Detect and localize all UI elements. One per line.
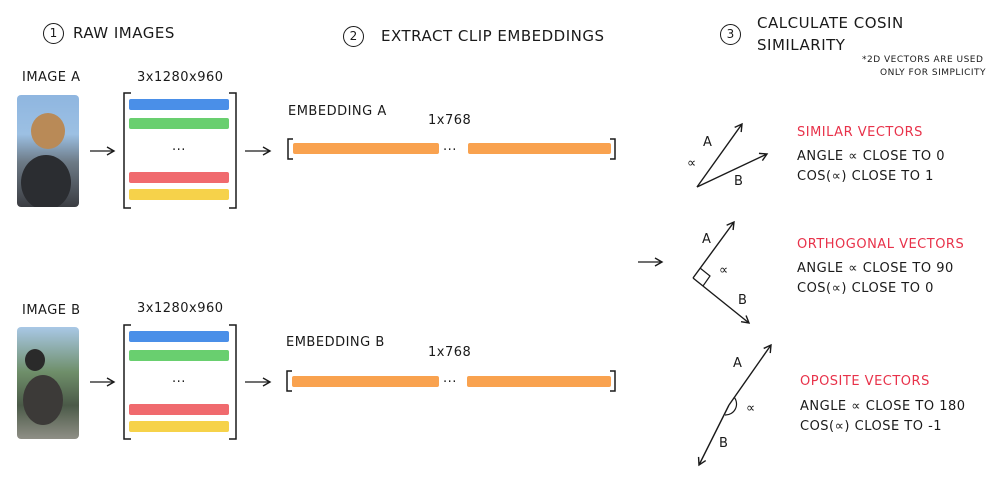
person-shape — [21, 155, 71, 207]
note-line1: *2D VECTORS ARE USED — [862, 55, 984, 65]
opposite-vector-a — [728, 343, 772, 406]
embedding-a-bar-right — [468, 143, 611, 154]
opposite-angle-arc — [724, 396, 738, 416]
similar-angle-label: ∝ — [687, 156, 697, 171]
tensor-a-right-bracket — [229, 92, 237, 209]
tensor-a-channel-yellow — [129, 189, 229, 200]
embedding-b-shape: 1x768 — [428, 345, 472, 360]
embedding-a-dots: ... — [443, 139, 457, 154]
embedding-a-shape: 1x768 — [428, 113, 472, 128]
embedding-a-left-bracket — [287, 138, 293, 160]
image-b-tensor-shape: 3x1280x960 — [137, 301, 224, 316]
embedding-a-label: EMBEDDING A — [288, 104, 387, 119]
orthogonal-angle-label: ∝ — [719, 263, 729, 278]
opposite-vec-a-label: A — [733, 356, 743, 371]
image-a-photo — [17, 95, 79, 207]
image-a-tensor-shape: 3x1280x960 — [137, 70, 224, 85]
tensor-b-channel-blue — [129, 331, 229, 342]
note-line2: ONLY FOR SIMPLICITY — [880, 68, 987, 78]
image-a-channel-dots: ... — [172, 139, 186, 154]
case-opposite-line2: COS(∝) CLOSE TO -1 — [800, 419, 943, 434]
image-b-channel-dots: ... — [172, 371, 186, 386]
tensor-b-left-bracket — [123, 324, 131, 440]
embedding-b-label: EMBEDDING B — [286, 335, 385, 350]
embedding-b-bar-right — [467, 376, 611, 387]
case-orthogonal-title: ORTHOGONAL VECTORS — [797, 237, 965, 252]
image-b-photo — [17, 327, 79, 439]
orthogonal-vector-b — [692, 277, 751, 324]
case-opposite-line1: ANGLE ∝ CLOSE TO 180 — [800, 399, 966, 414]
similar-vector-b — [696, 152, 769, 188]
similar-vec-b-label: B — [734, 174, 744, 189]
person-body-shape — [23, 375, 63, 425]
person-head-shape — [25, 349, 45, 371]
case-similar-line1: ANGLE ∝ CLOSE TO 0 — [797, 149, 945, 164]
tensor-a-channel-red — [129, 172, 229, 183]
opposite-angle-label: ∝ — [746, 401, 756, 416]
tensor-b-channel-yellow — [129, 421, 229, 432]
embedding-a-right-bracket — [610, 138, 616, 160]
tensor-a-channel-blue — [129, 99, 229, 110]
step-3-label-line2: SIMILARITY — [757, 36, 846, 54]
embedding-b-right-bracket — [610, 370, 616, 392]
tensor-b-channel-green — [129, 350, 229, 361]
similar-vec-a-label: A — [703, 135, 713, 150]
case-similar-line2: COS(∝) CLOSE TO 1 — [797, 169, 934, 184]
case-orthogonal-line2: COS(∝) CLOSE TO 0 — [797, 281, 934, 296]
opposite-vec-b-label: B — [719, 436, 729, 451]
tensor-b-right-bracket — [229, 324, 237, 440]
case-similar-title: SIMILAR VECTORS — [797, 125, 923, 140]
step-1-number: 1 — [43, 23, 64, 44]
orthogonal-vector-a — [692, 220, 735, 279]
step-1-label: RAW IMAGES — [73, 24, 175, 42]
step-3-number: 3 — [720, 24, 741, 45]
tensor-b-channel-red — [129, 404, 229, 415]
case-opposite-title: OPOSITE VECTORS — [800, 374, 930, 389]
embedding-b-bar-left — [292, 376, 439, 387]
step-2-label: EXTRACT CLIP EMBEDDINGS — [381, 27, 605, 45]
embedding-b-left-bracket — [286, 370, 292, 392]
embedding-a-bar-left — [293, 143, 439, 154]
image-b-label: IMAGE B — [22, 303, 81, 318]
orthogonal-vec-b-label: B — [738, 293, 748, 308]
opposite-vector-b — [697, 404, 730, 467]
right-angle-mark — [699, 267, 711, 287]
embedding-b-dots: ... — [443, 371, 457, 386]
step-2-number: 2 — [343, 26, 364, 47]
image-a-label: IMAGE A — [22, 70, 81, 85]
step-3-label-line1: CALCULATE COSIN — [757, 14, 904, 32]
tensor-a-channel-green — [129, 118, 229, 129]
orthogonal-vec-a-label: A — [702, 232, 712, 247]
similar-vector-a — [696, 122, 743, 188]
dog-shape — [31, 113, 65, 149]
case-orthogonal-line1: ANGLE ∝ CLOSE TO 90 — [797, 261, 954, 276]
tensor-a-left-bracket — [123, 92, 131, 209]
